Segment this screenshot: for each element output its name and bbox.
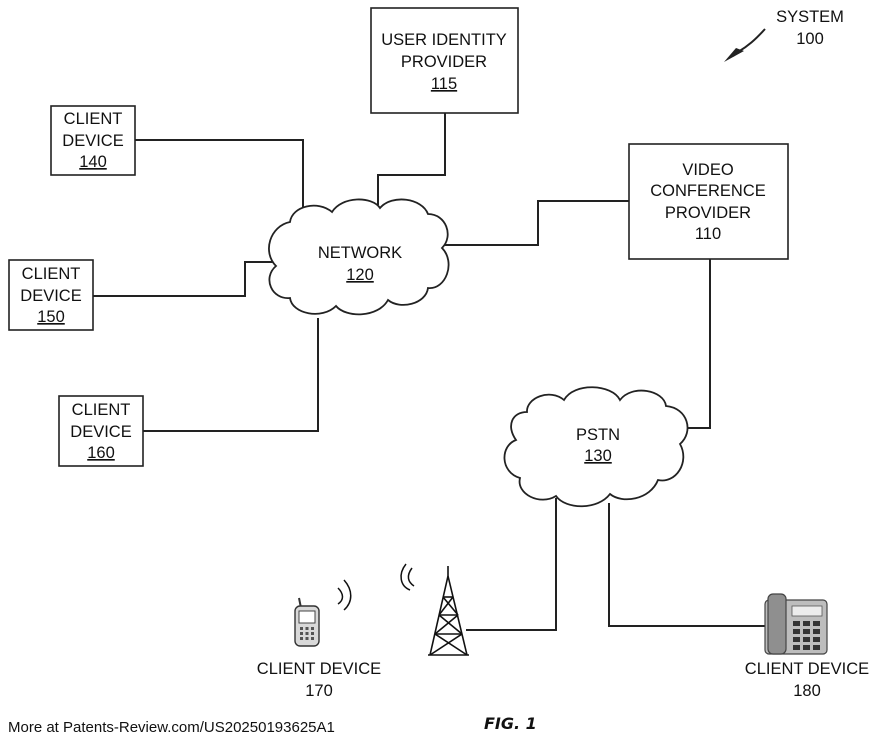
wire-client140-network bbox=[135, 140, 303, 214]
client-device-170-ref: 170 bbox=[305, 682, 333, 700]
video-conference-provider-line3: PROVIDER bbox=[665, 204, 751, 222]
video-conference-provider-ref: 110 bbox=[695, 225, 721, 243]
client-device-170-text: CLIENT DEVICE bbox=[257, 660, 381, 678]
wire-identity-network bbox=[378, 113, 445, 205]
video-conference-provider-box: VIDEO CONFERENCE PROVIDER 110 bbox=[629, 144, 788, 259]
system-label: SYSTEM 100 bbox=[724, 8, 844, 62]
client-device-160-line2: DEVICE bbox=[70, 423, 131, 441]
pstn-label: PSTN bbox=[576, 426, 620, 444]
client-device-170-label: CLIENT DEVICE 170 bbox=[257, 660, 381, 700]
wire-client150-network bbox=[93, 262, 275, 296]
tower-signal-waves-icon bbox=[401, 564, 414, 590]
client-device-150-ref: 150 bbox=[37, 308, 65, 326]
wire-videoconf-pstn bbox=[685, 259, 710, 428]
client-device-140-line2: DEVICE bbox=[62, 132, 123, 150]
system-arrowhead bbox=[724, 48, 744, 62]
client-device-140-box: CLIENT DEVICE 140 bbox=[51, 106, 135, 175]
cell-tower-icon bbox=[428, 566, 469, 655]
phone-signal-waves-icon bbox=[338, 580, 351, 610]
network-ref: 120 bbox=[346, 266, 374, 284]
client-device-150-line1: CLIENT bbox=[22, 265, 81, 283]
network-cloud: NETWORK 120 bbox=[269, 199, 449, 314]
client-device-150-box: CLIENT DEVICE 150 bbox=[9, 260, 93, 330]
client-device-140-ref: 140 bbox=[79, 153, 107, 171]
user-identity-provider-line1: USER IDENTITY bbox=[381, 31, 507, 49]
video-conference-provider-line1: VIDEO bbox=[682, 161, 734, 179]
client-device-150-line2: DEVICE bbox=[20, 287, 81, 305]
client-device-160-box: CLIENT DEVICE 160 bbox=[59, 396, 143, 466]
mobile-phone-icon bbox=[295, 598, 319, 646]
network-label: NETWORK bbox=[318, 244, 402, 262]
client-device-140-line1: CLIENT bbox=[64, 110, 123, 128]
system-label-text: SYSTEM bbox=[776, 8, 844, 26]
client-device-180-ref: 180 bbox=[793, 682, 821, 700]
user-identity-provider-box: USER IDENTITY PROVIDER 115 bbox=[371, 8, 518, 113]
user-identity-provider-line2: PROVIDER bbox=[401, 53, 487, 71]
footer-link[interactable]: More at Patents-Review.com/US20250193625… bbox=[8, 719, 335, 736]
client-device-160-ref: 160 bbox=[87, 444, 115, 462]
figure-label: FIG. 1 bbox=[484, 714, 537, 733]
wire-pstn-tower bbox=[466, 498, 556, 630]
wire-network-videoconf bbox=[443, 201, 629, 245]
client-device-180-label: CLIENT DEVICE 180 bbox=[745, 660, 869, 700]
user-identity-provider-ref: 115 bbox=[431, 75, 457, 93]
client-device-180-text: CLIENT DEVICE bbox=[745, 660, 869, 678]
desk-phone-icon bbox=[765, 594, 827, 654]
system-ref: 100 bbox=[796, 30, 824, 48]
client-device-160-line1: CLIENT bbox=[72, 401, 131, 419]
video-conference-provider-line2: CONFERENCE bbox=[650, 182, 766, 200]
pstn-ref: 130 bbox=[584, 447, 612, 465]
wire-client160-network bbox=[143, 318, 318, 431]
pstn-cloud: PSTN 130 bbox=[504, 387, 687, 506]
wire-pstn-phone bbox=[609, 503, 765, 626]
